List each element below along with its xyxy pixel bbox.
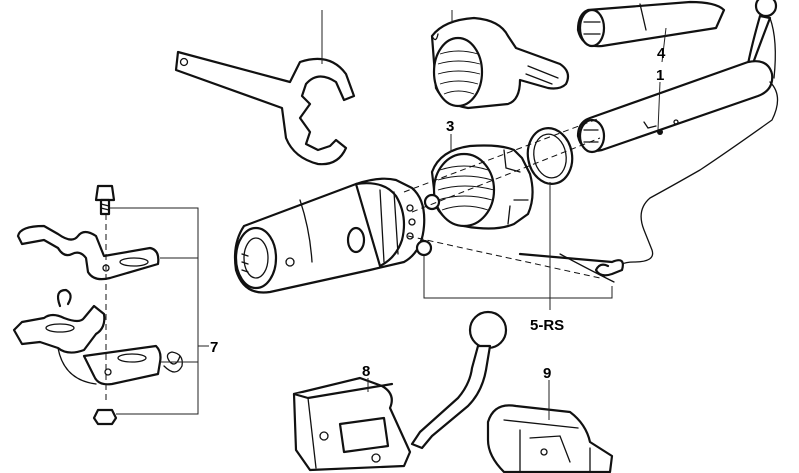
bolt — [94, 184, 116, 216]
callout-4: 4 — [657, 45, 666, 62]
callout-1: 1 — [656, 67, 664, 84]
group-bracket-line — [423, 256, 613, 299]
o-ring-part-5 — [526, 127, 574, 185]
callout-9: 9 — [543, 365, 551, 382]
callout-8: 8 — [362, 363, 370, 380]
sleeve-part-4 — [576, 0, 726, 48]
mounting-clamp-assembly — [12, 184, 199, 426]
castle-nut-part-3 — [430, 144, 534, 230]
callout-labels: 4 1 3 5-RS 7 8 9 — [210, 45, 666, 382]
spanner-wrench — [174, 50, 356, 166]
bracket-part-9 — [486, 404, 614, 473]
clip-pin — [518, 252, 624, 283]
cap-nut-with-strap — [430, 16, 570, 110]
ball-pin-rod-part-1 — [576, 0, 779, 273]
ball-bearings — [415, 193, 441, 257]
callout-3: 3 — [446, 118, 454, 135]
tow-bar-part-8 — [292, 310, 508, 472]
leader-lines — [198, 10, 667, 420]
callout-7: 7 — [210, 339, 218, 356]
callout-5-rs: 5-RS — [530, 317, 564, 334]
assembly-lines — [403, 117, 601, 279]
receiver-tube — [233, 177, 426, 294]
